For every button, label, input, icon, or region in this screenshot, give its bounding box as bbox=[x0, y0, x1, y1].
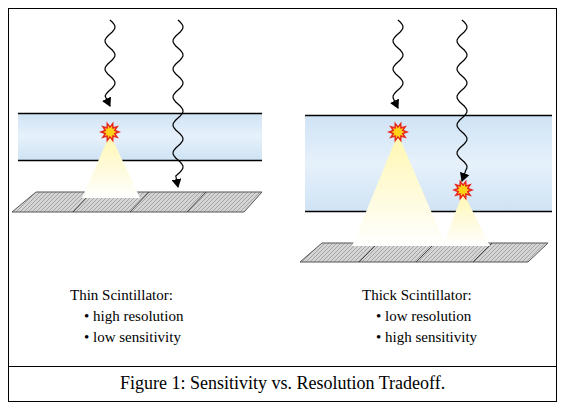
flash-core bbox=[103, 126, 116, 139]
light-cone bbox=[82, 134, 140, 198]
scintillation-flashes bbox=[99, 122, 474, 201]
flash bbox=[452, 180, 474, 201]
xray-arrow bbox=[457, 20, 467, 181]
bullet-item: • low sensitivity bbox=[84, 328, 181, 346]
flash-core bbox=[391, 126, 404, 139]
flash bbox=[99, 122, 121, 143]
xray-arrow bbox=[173, 20, 183, 187]
panel-heading: Thin Scintillator: bbox=[70, 286, 173, 304]
thin-scintillator bbox=[18, 113, 262, 160]
xray-arrow bbox=[393, 20, 403, 108]
light-cone bbox=[443, 192, 490, 246]
thick-scintillator bbox=[305, 115, 552, 212]
frame bbox=[9, 9, 557, 402]
xray-arrow bbox=[105, 20, 115, 106]
bullet-item: • high sensitivity bbox=[376, 328, 477, 346]
xray-arrows bbox=[105, 20, 467, 187]
light-cone bbox=[352, 134, 446, 246]
bullet-item: • high resolution bbox=[84, 307, 183, 325]
bullet-item: • low resolution bbox=[376, 307, 471, 325]
figure-caption: Figure 1: Sensitivity vs. Resolution Tra… bbox=[120, 374, 445, 392]
panel-heading: Thick Scintillator: bbox=[362, 286, 472, 304]
flash-core bbox=[456, 184, 469, 197]
flash bbox=[387, 122, 409, 143]
caption-divider bbox=[9, 366, 557, 367]
